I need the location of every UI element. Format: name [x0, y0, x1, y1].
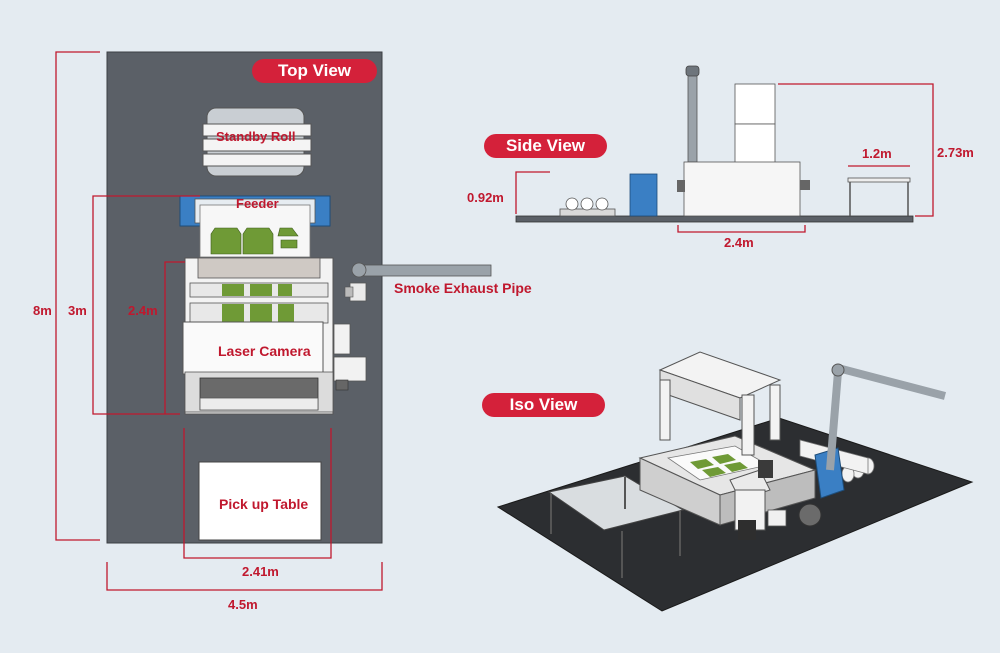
fabric-pieces	[210, 227, 299, 255]
top-view-badge: Top View	[252, 59, 377, 83]
iso-view-badge: Iso View	[482, 393, 605, 417]
side-view-badge: Side View	[484, 134, 607, 158]
dim-0-92m: 0.92m	[467, 190, 504, 205]
pick-up-table	[198, 461, 322, 541]
iso-view	[496, 351, 974, 612]
dim-2-73m: 2.73m	[937, 145, 974, 160]
laser-camera-label: Laser Camera	[218, 343, 311, 359]
dim-1-2m: 1.2m	[862, 146, 892, 161]
feeder-label: Feeder	[236, 196, 279, 211]
laser-cutter-body	[182, 257, 334, 415]
pick-up-table-label: Pick up Table	[219, 496, 309, 512]
smoke-exhaust-pipe-label: Smoke Exhaust Pipe	[394, 280, 532, 296]
control-cabinet	[333, 323, 367, 391]
dim-3m: 3m	[68, 303, 87, 318]
top-view-dimension-lines	[55, 51, 383, 591]
standby-roll	[202, 107, 312, 177]
dim-4-5m: 4.5m	[228, 597, 258, 612]
dim-8m: 8m	[33, 303, 52, 318]
standby-roll-label: Standby Roll	[216, 129, 296, 144]
dim-2-41m: 2.41m	[242, 564, 279, 579]
side-view-dimension-lines	[515, 83, 934, 233]
side-view	[515, 65, 914, 223]
dim-2-4m-side: 2.4m	[724, 235, 754, 250]
smoke-exhaust-pipe	[344, 262, 492, 302]
dim-2-4m-top: 2.4m	[128, 303, 158, 318]
